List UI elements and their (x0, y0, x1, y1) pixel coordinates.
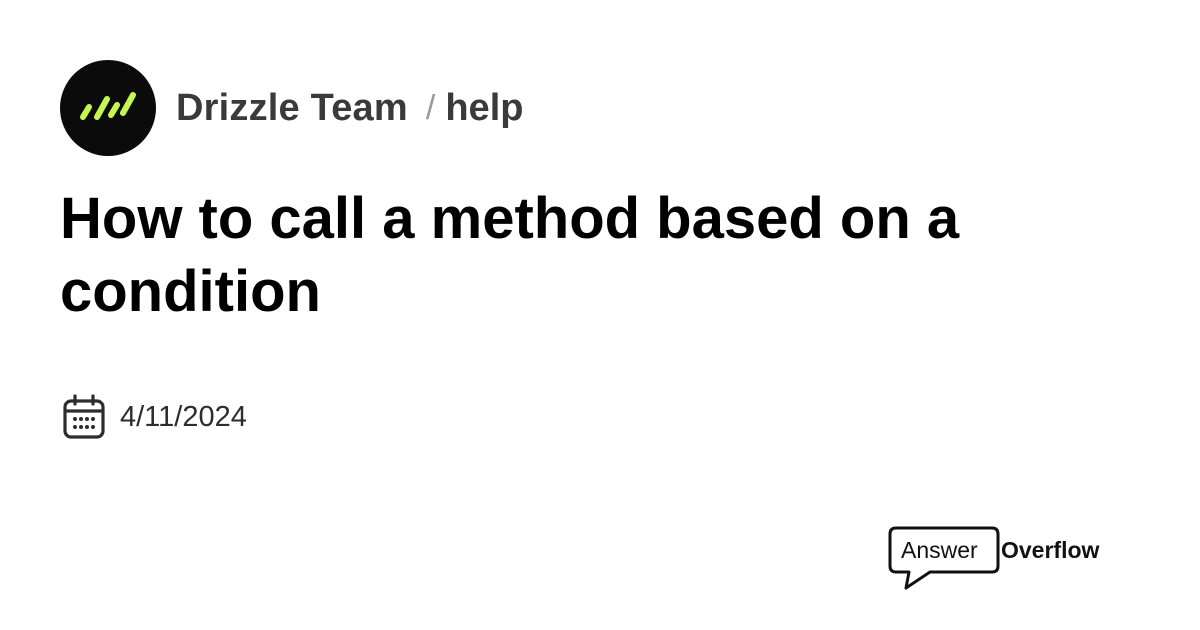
thread-date: 4/11/2024 (120, 400, 247, 433)
thread-header: Drizzle Team / help (60, 60, 523, 156)
calendar-icon (63, 394, 105, 439)
answer-overflow-logo[interactable]: Answer Overflow (888, 526, 1128, 590)
speech-bubble-icon (888, 526, 1000, 590)
thread-date-row: 4/11/2024 (62, 394, 247, 440)
brand-word-overflow: Overflow (1001, 537, 1100, 563)
drizzle-logo-icon (80, 92, 136, 120)
brand-word-answer: Answer (901, 537, 978, 563)
channel-name[interactable]: help (445, 86, 524, 129)
server-name[interactable]: Drizzle Team (176, 86, 408, 129)
thread-title: How to call a method based on a conditio… (60, 186, 960, 324)
breadcrumb-separator: / (425, 88, 436, 127)
server-avatar[interactable] (60, 60, 156, 156)
